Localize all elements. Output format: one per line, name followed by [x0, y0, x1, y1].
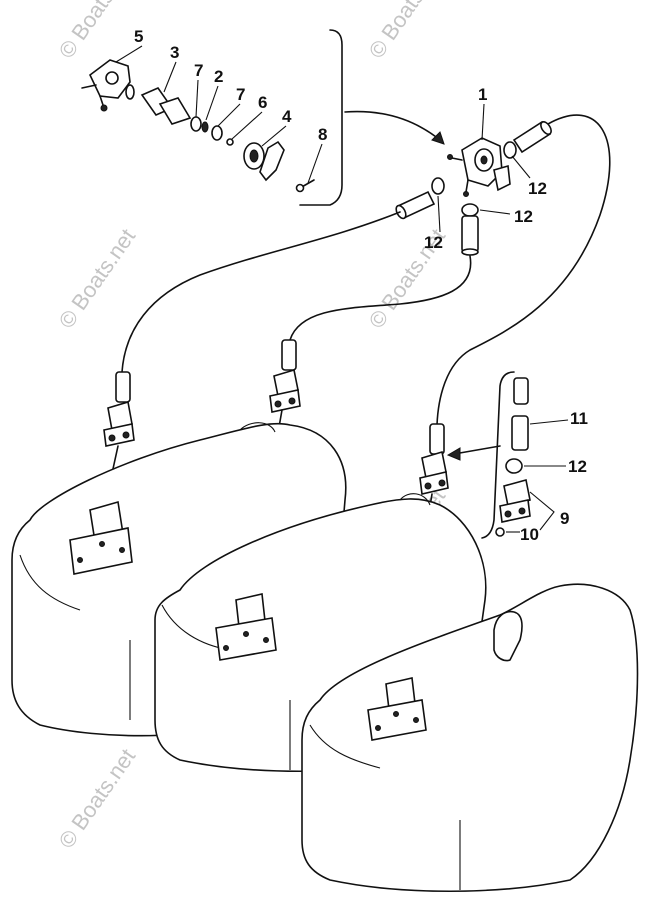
callout-12-upper-right: 12	[528, 179, 547, 198]
callout-7b: 7	[236, 85, 245, 104]
callout-12-bottom: 12	[514, 207, 533, 226]
leader-1	[481, 103, 485, 141]
connector-right	[419, 423, 449, 495]
inset-arrow-right	[446, 445, 501, 461]
hose-segment-down	[461, 215, 479, 256]
watermark: © Boats.net	[54, 224, 141, 333]
seal-part-2	[201, 121, 209, 133]
callout-7a: 7	[194, 61, 203, 80]
watermark: © Boats.net	[54, 744, 141, 853]
callout-9: 9	[560, 509, 569, 528]
callout-4: 4	[282, 107, 292, 126]
o-ring-part-10	[495, 527, 505, 537]
fuel-lines	[121, 114, 611, 426]
connector-left	[103, 371, 135, 447]
watermark: © Boats.net	[54, 0, 141, 63]
callout-11: 11	[570, 409, 588, 428]
callout-3: 3	[170, 43, 179, 62]
callout-12-left: 12	[424, 233, 443, 252]
callout-5: 5	[134, 27, 143, 46]
callout-8: 8	[318, 125, 327, 144]
inset-right-leaders	[506, 419, 569, 533]
fuel-joint-part-5	[81, 59, 131, 112]
tank-cap-right	[367, 677, 427, 741]
clamp-left	[431, 177, 445, 195]
connector-part-9	[499, 479, 531, 523]
exploded-view-bracket	[299, 29, 343, 206]
valve-clamp-leaders	[437, 155, 531, 233]
hose-segment-left	[395, 190, 436, 220]
watermark: © Boats.net	[364, 0, 451, 63]
callout-2: 2	[214, 67, 223, 86]
o-ring-part	[125, 84, 135, 100]
callout-6: 6	[258, 93, 267, 112]
washer-part-7b	[211, 125, 223, 141]
clamp-right	[503, 141, 517, 159]
callout-12-inset: 12	[568, 457, 587, 476]
connector-inset-bracket	[481, 371, 515, 539]
hose-segment-upper-right	[512, 120, 552, 154]
clamp-part-12	[505, 458, 523, 474]
connector-middle	[269, 339, 301, 413]
tank-cap-middle	[215, 593, 277, 661]
clamp-bottom	[461, 203, 479, 217]
inset-pointer-arrow	[344, 110, 445, 145]
fuel-tank-right	[301, 583, 639, 893]
callout-1: 1	[478, 85, 487, 104]
tank-cap-left	[69, 500, 133, 575]
callout-10: 10	[520, 525, 539, 544]
selector-valve-part-1	[447, 137, 511, 197]
ball-part-6	[226, 138, 234, 146]
callouts: 5 3 7 2 7 6 4 8 1 12 12 12 11 12 9 10	[134, 27, 588, 544]
washer-part-7a	[190, 116, 202, 132]
screw-part-8	[295, 179, 315, 193]
valve-body-part-3	[140, 87, 192, 125]
knob-part-4	[243, 140, 285, 182]
inset-leaders	[115, 45, 323, 184]
hose-part-11	[511, 377, 529, 451]
